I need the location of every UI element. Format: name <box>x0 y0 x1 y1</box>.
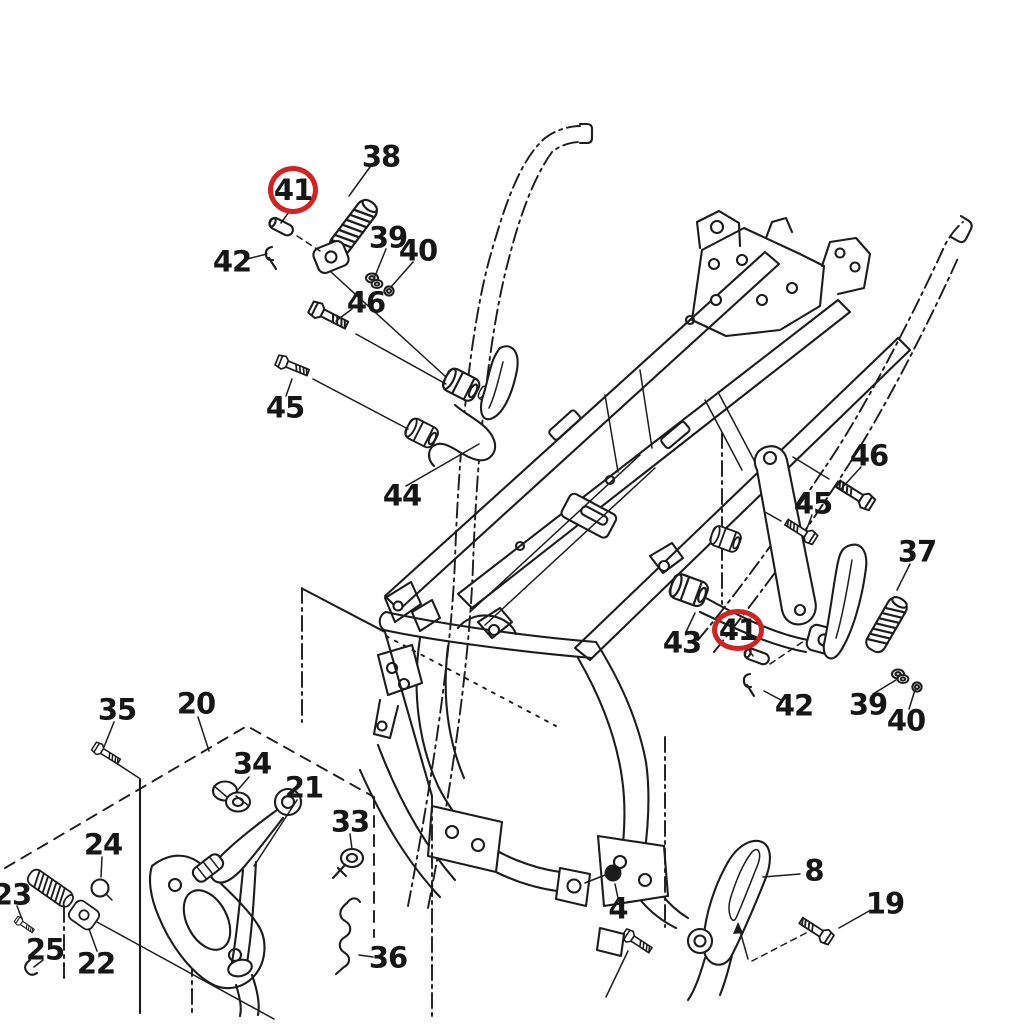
phantom-tube-right <box>697 214 973 653</box>
subframe-top-plate <box>690 209 872 338</box>
hanger-plate-right <box>753 445 817 626</box>
part-label-42: 42 <box>212 244 252 279</box>
bracket-8 <box>686 839 771 1002</box>
part-label-33: 33 <box>330 804 370 839</box>
part-label-40: 40 <box>398 233 438 268</box>
part-label-34: 34 <box>232 746 272 781</box>
main-frame <box>358 454 690 930</box>
front-footrest-right-assembly <box>666 445 923 698</box>
cap-4 <box>604 864 622 882</box>
part-label-43: 43 <box>662 625 702 660</box>
part-label-37: 37 <box>897 534 937 569</box>
cap-24 <box>90 878 113 901</box>
rear-footrest-bracket-right <box>595 839 836 1002</box>
tube-end-cap <box>578 122 594 145</box>
rear-subframe <box>383 209 912 662</box>
subframe-gussets <box>514 314 696 552</box>
part-label-38: 38 <box>361 139 401 174</box>
part-label-45: 45 <box>265 390 305 425</box>
part-label-23: 23 <box>0 877 32 912</box>
frame-left-junction <box>372 541 685 740</box>
frame-foot-left <box>426 804 504 874</box>
part-label-36: 36 <box>368 940 408 975</box>
bolt-33 <box>331 847 365 880</box>
tube-end-cap <box>949 214 973 244</box>
part-label-25: 25 <box>25 932 65 967</box>
part-label-41-circled: 41 <box>712 609 764 651</box>
part-label-20: 20 <box>176 686 216 721</box>
part-label-44: 44 <box>382 478 422 513</box>
assembly-axes <box>296 235 807 962</box>
part-label-46: 46 <box>346 285 386 320</box>
part-label-40: 40 <box>886 703 926 738</box>
detail-box-lines <box>4 432 723 1017</box>
part-label-24: 24 <box>83 827 123 862</box>
part-label-35: 35 <box>97 692 137 727</box>
brake-pedal-detail <box>13 740 365 1018</box>
bushing-34 <box>211 780 252 813</box>
mount-plate <box>148 854 266 1018</box>
part-label-39: 39 <box>848 687 888 722</box>
part-label-21: 21 <box>284 770 324 805</box>
clip-25 <box>24 958 39 976</box>
part-label-8: 8 <box>804 853 824 888</box>
heel-guard-right <box>822 543 868 660</box>
bracket-44 <box>402 345 519 468</box>
part-label-42: 42 <box>774 688 814 723</box>
brake-pedal-21 <box>191 787 303 978</box>
front-footrest-left-assembly <box>264 195 519 468</box>
part-label-41-circled: 41 <box>268 166 318 214</box>
part-label-4: 4 <box>608 891 628 926</box>
part-label-45: 45 <box>793 486 833 521</box>
spring-36 <box>334 897 362 976</box>
part-label-46: 46 <box>849 438 889 473</box>
part-label-19: 19 <box>865 886 905 921</box>
construction-lines <box>96 271 830 1020</box>
frame-lug-item4 <box>554 866 592 908</box>
part-label-22: 22 <box>76 946 116 981</box>
part-label-39: 39 <box>368 220 408 255</box>
seat-bracket <box>560 492 618 539</box>
leader-lines <box>16 166 916 1020</box>
bracket-8-arm-lug <box>595 926 626 958</box>
